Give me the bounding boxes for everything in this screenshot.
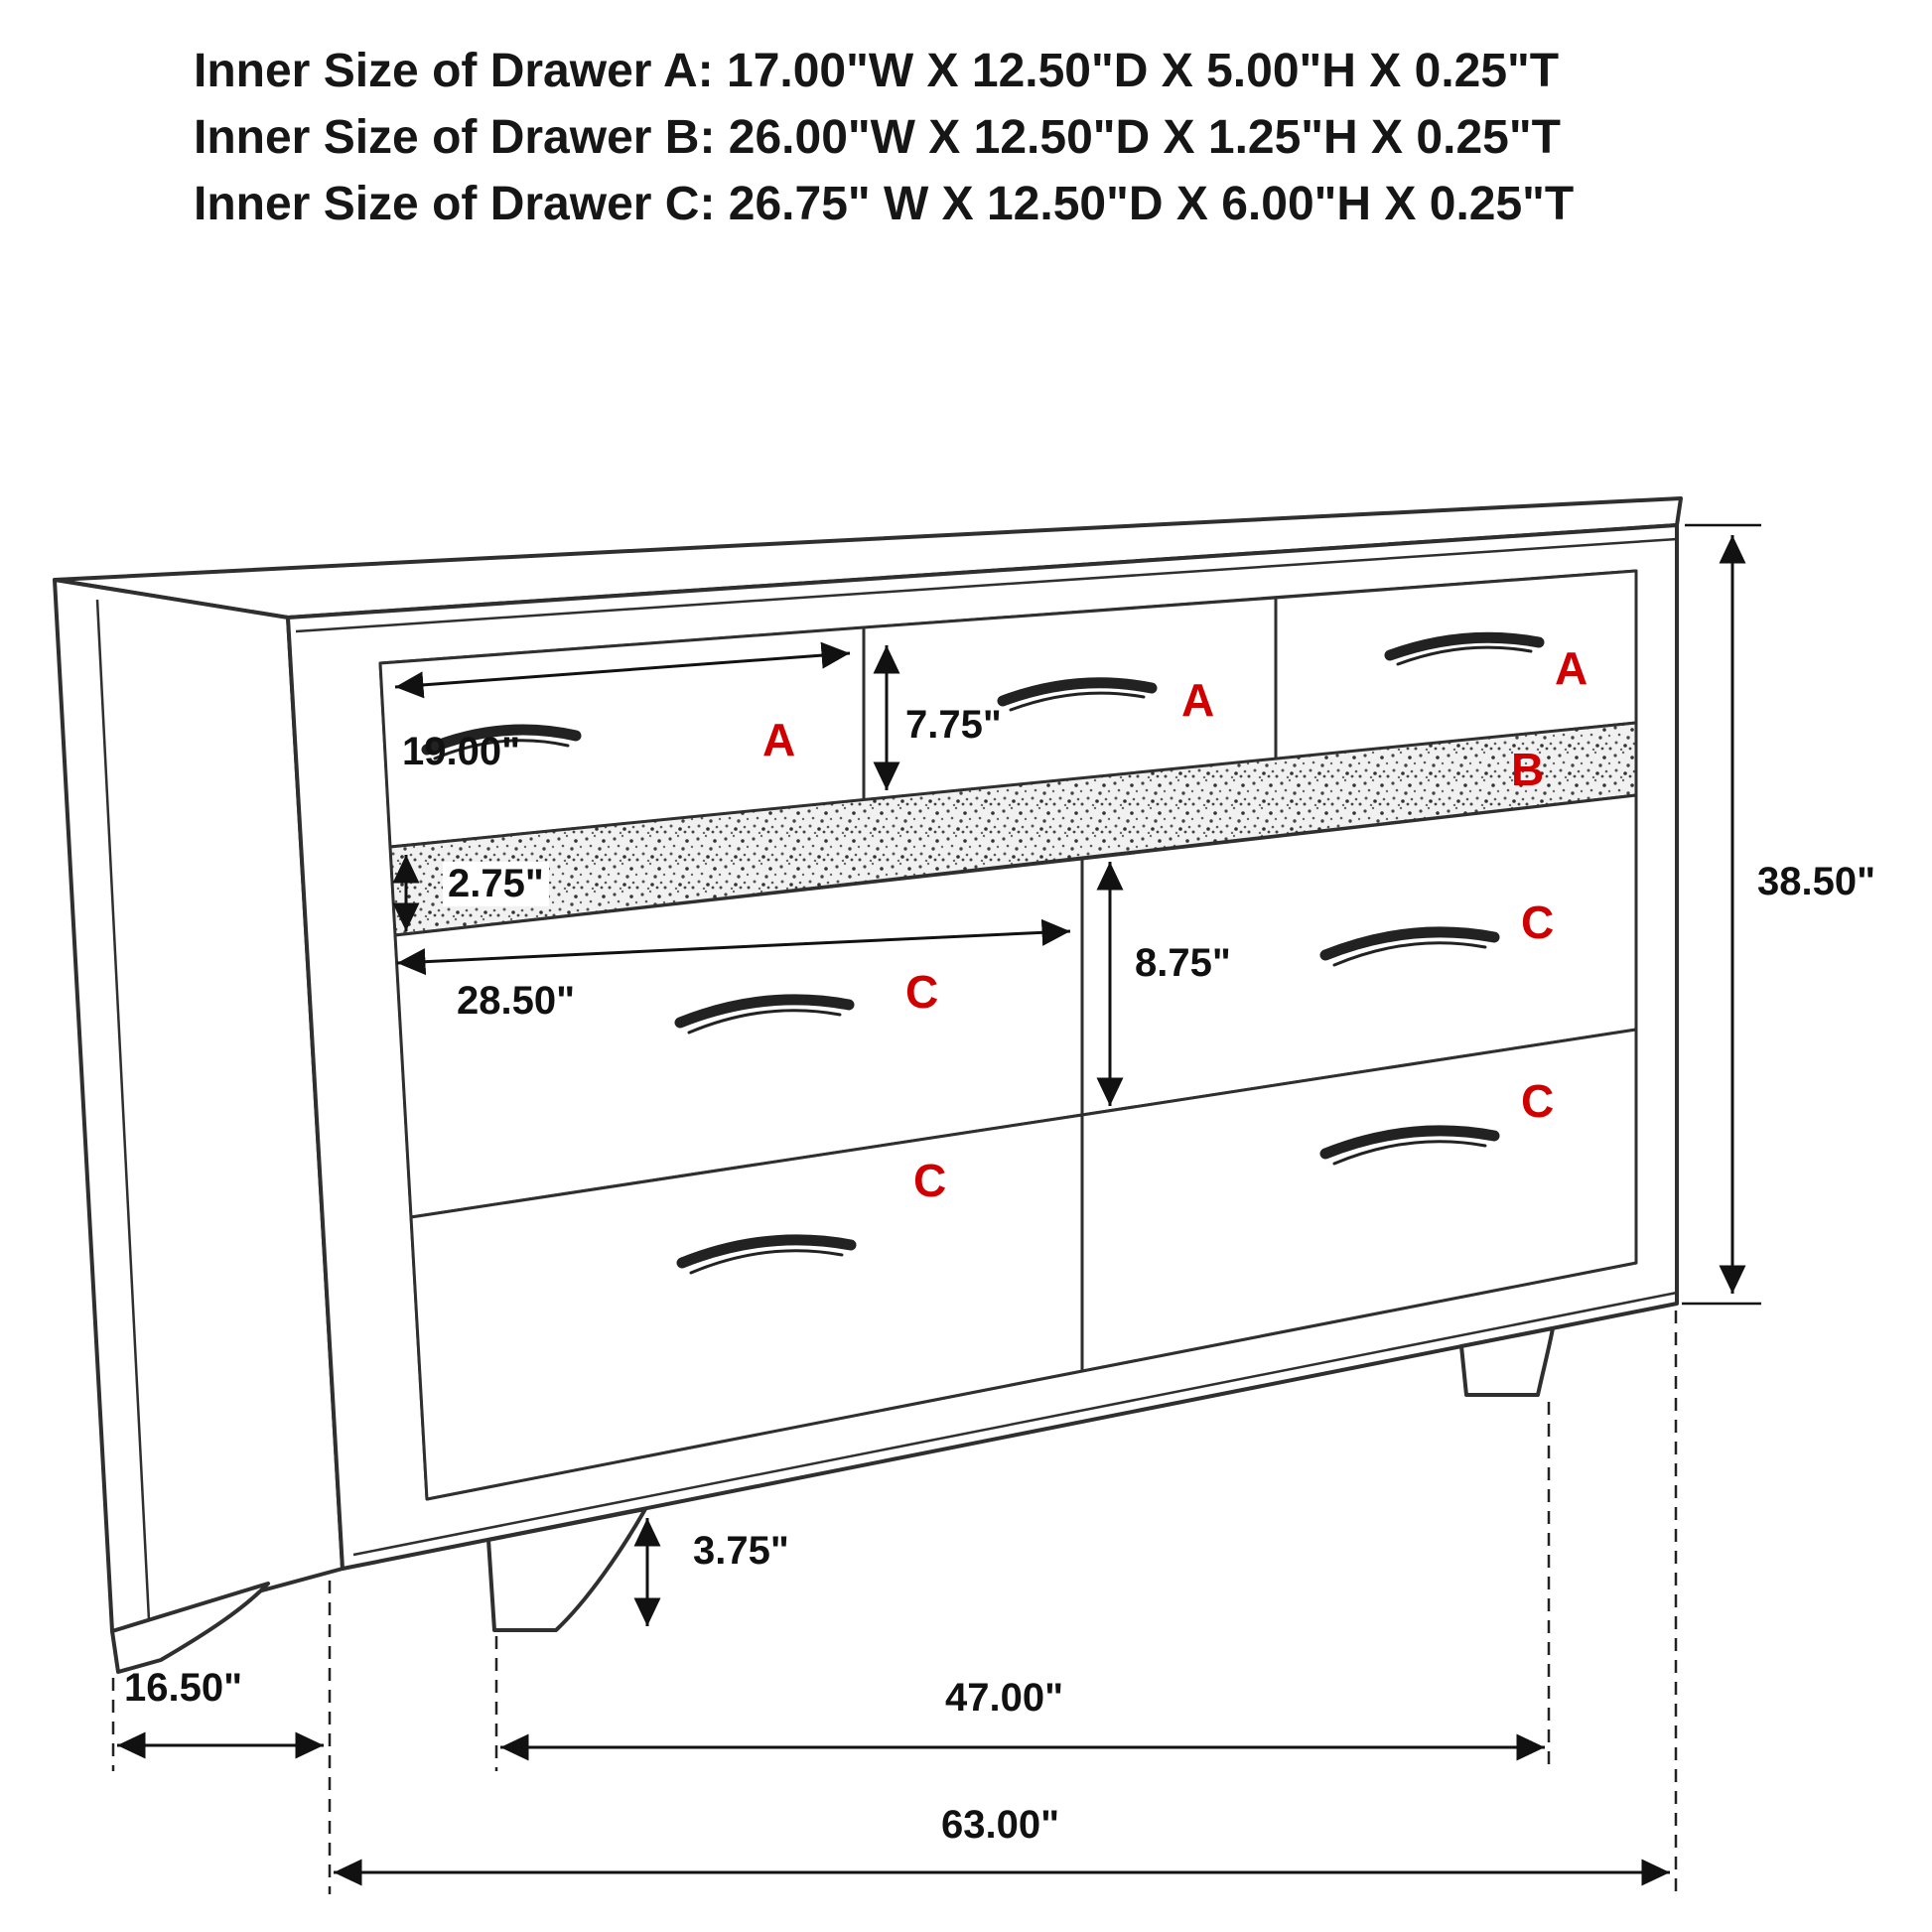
label-drawer-c-height: 8.75": [1130, 941, 1236, 986]
header-line-drawer-a: Inner Size of Drawer A: 17.00"W X 12.50"…: [194, 45, 1560, 97]
handle-a2-detail: [1009, 691, 1146, 712]
label-overall-width: 63.00": [941, 1803, 1060, 1847]
front-right-foot: [1459, 1326, 1555, 1397]
top-molding-line: [295, 537, 1678, 633]
label-overall-height: 38.50": [1757, 860, 1876, 903]
drawer-label-a3: A: [1555, 642, 1588, 694]
header-note: Inner Size of Drawer A: 17.00"W X 12.50"…: [194, 38, 1574, 237]
drawer-label-b: B: [1511, 744, 1545, 795]
drawer-c-right-bottom: [1080, 1028, 1638, 1373]
label-band-height: 2.75": [443, 862, 549, 906]
side-panel-inset-line: [95, 599, 151, 1621]
handle-a3: [1384, 631, 1545, 661]
drawer-label-a1: A: [762, 714, 796, 765]
bottom-molding-line: [352, 1291, 1678, 1557]
handle-a1: [421, 724, 582, 756]
handle-c-right-top-detail: [1332, 941, 1487, 967]
drawer-handles: [421, 631, 1545, 1275]
handle-c-right-bottom: [1319, 1125, 1500, 1160]
handle-a3-detail: [1396, 645, 1533, 666]
header-line-drawer-b: Inner Size of Drawer B: 26.00"W X 12.50"…: [194, 111, 1561, 164]
label-drawer-c-width: 28.50": [457, 979, 576, 1023]
handle-c-left-bottom-detail: [689, 1249, 844, 1275]
handle-c-left-top: [674, 994, 855, 1029]
drawer-label-c-left-bottom: C: [913, 1155, 947, 1206]
label-feet-span: 47.00": [945, 1676, 1064, 1720]
handle-a2: [997, 677, 1158, 707]
arrow-28-50-width: [396, 918, 1071, 976]
side-foot: [110, 1582, 270, 1674]
dimension-arrows: [111, 523, 1761, 1894]
handle-c-right-top: [1319, 926, 1500, 961]
label-drawer-a-width: 19.00": [402, 730, 521, 773]
label-drawer-a-height: 7.75": [905, 703, 1002, 747]
drawer-label-a2: A: [1181, 674, 1215, 726]
label-depth: 16.50": [124, 1666, 243, 1710]
drawer-label-c-right-bottom: C: [1521, 1075, 1555, 1127]
drawer-label-c-left-top: C: [905, 966, 939, 1018]
drawers: [378, 569, 1638, 1501]
handle-c-left-bottom: [676, 1234, 857, 1269]
label-foot-height: 3.75": [693, 1529, 789, 1573]
handle-c-left-top-detail: [687, 1009, 842, 1035]
header-line-drawer-c: Inner Size of Drawer C: 26.75" W X 12.50…: [194, 178, 1575, 230]
handle-c-right-bottom-detail: [1332, 1140, 1487, 1166]
drawer-label-c-right-top: C: [1521, 897, 1555, 948]
handle-a1-detail: [433, 739, 570, 760]
arrow-19-width: [394, 641, 851, 699]
